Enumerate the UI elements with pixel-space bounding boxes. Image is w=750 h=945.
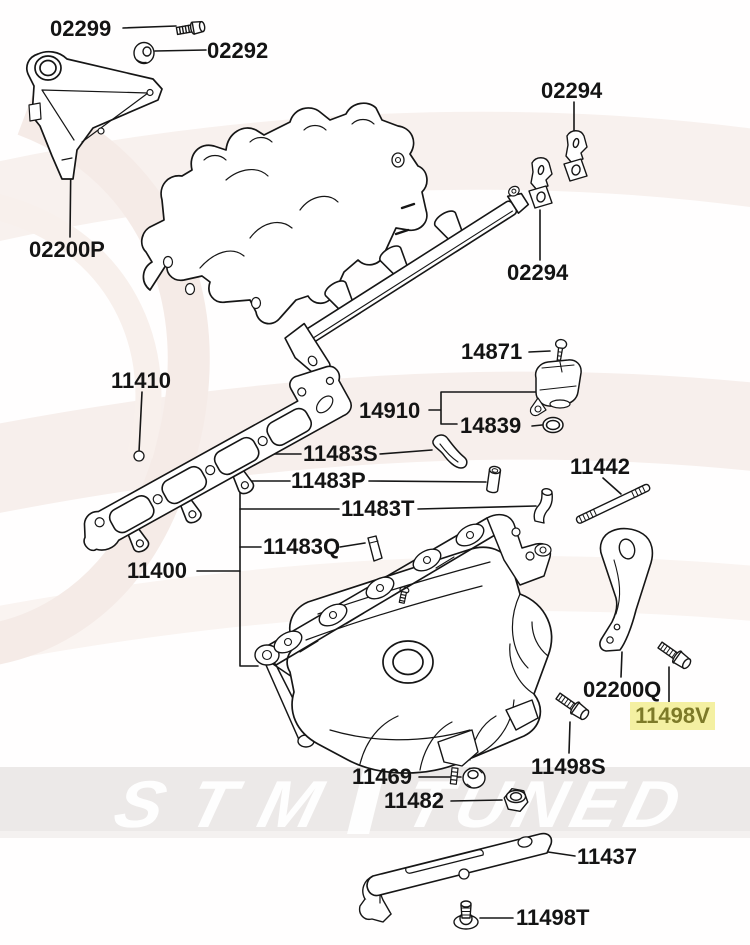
pin-11483Q-art: [367, 535, 383, 562]
part-label-11442: 11442: [570, 454, 630, 479]
oring-14839-art: [542, 416, 564, 434]
grommet-02292-art: [133, 41, 155, 65]
part-label-02294-bottom: 02294: [507, 260, 569, 285]
heat-shield-11437-art: [358, 832, 553, 923]
nut-11482-art: [503, 788, 529, 812]
upper-manifold-art: [140, 102, 428, 325]
part-label-02292: 02292: [207, 38, 269, 63]
clip-02294-lower-art: [528, 157, 553, 209]
part-label-11498V: 11498V: [635, 703, 710, 728]
part-label-11400: 11400: [127, 558, 187, 583]
part-label-11482: 11482: [384, 788, 444, 813]
fuel-rail-art: [284, 185, 530, 377]
watermark-band-edge: [0, 831, 750, 838]
part-label-11483P: 11483P: [291, 468, 366, 493]
stud-11442-art: [575, 483, 651, 524]
screw-14871-art: [554, 338, 568, 365]
bracket-02200Q-art: [599, 527, 654, 652]
washer-11469-art: [462, 767, 486, 789]
pin-11483P-art: [486, 465, 502, 494]
part-label-11498S: 11498S: [531, 754, 606, 779]
hose-11483S-art: [432, 434, 468, 469]
part-label-14839: 14839: [460, 413, 522, 438]
bolt-02299-art: [175, 20, 206, 36]
leader-lines: [69, 25, 670, 919]
part-label-11498V-highlight: 11498V: [630, 702, 715, 730]
part-label-11483S: 11483S: [303, 441, 378, 466]
bolt-11498S-art: [555, 692, 590, 721]
bracket-02200P-art: [26, 50, 163, 180]
part-label-14910: 14910: [359, 398, 421, 423]
bolt-11498T-art: [453, 900, 479, 930]
part-label-11483T: 11483T: [341, 496, 415, 521]
part-label-11498T: 11498T: [516, 905, 590, 930]
intake-manifold-11400-art: [254, 513, 553, 785]
part-label-11437: 11437: [577, 844, 637, 869]
part-label-02200Q: 02200Q: [583, 677, 662, 702]
part-label-14871: 14871: [461, 339, 523, 364]
part-label-11483Q: 11483Q: [263, 534, 341, 559]
clip-02294-upper-art: [563, 130, 588, 182]
gasket-11410-art: [83, 365, 352, 553]
part-label-02299: 02299: [50, 16, 112, 41]
part-label-11469: 11469: [352, 764, 412, 789]
bolt-11498V-art: [657, 641, 692, 670]
part-label-02294-top: 02294: [541, 78, 603, 103]
part-label-02200P: 02200P: [29, 237, 105, 262]
part-label-11410: 11410: [111, 368, 171, 393]
pipe-11483T-art: [533, 488, 553, 524]
sensor-14910-art: [529, 359, 582, 417]
